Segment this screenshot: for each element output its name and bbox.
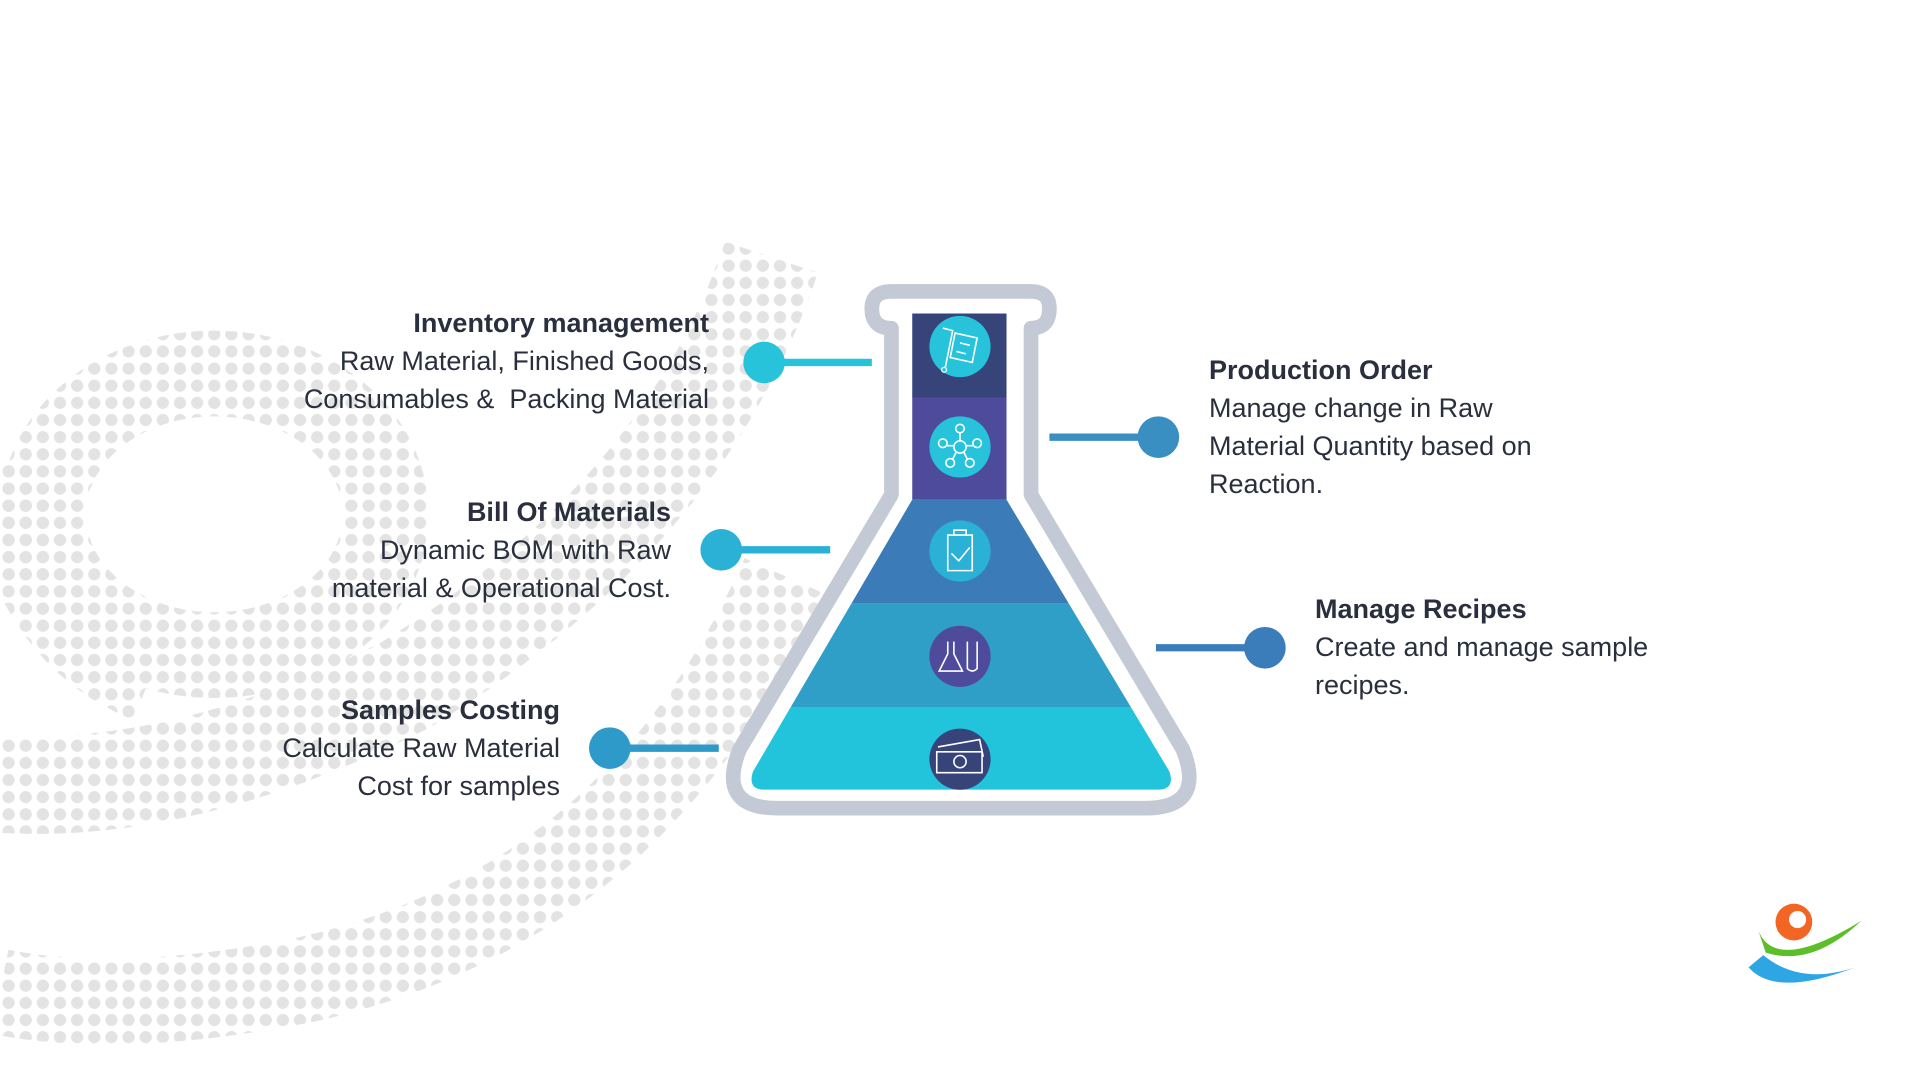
lab-flask-tube-icon <box>929 625 991 687</box>
feature-title: Samples Costing <box>340 695 560 725</box>
feature-line: Material Quantity based on <box>1209 431 1532 461</box>
feature-line: Raw Material, Finished Goods, <box>339 346 709 376</box>
feature-samples-costing: Samples Costing Calculate Raw Material C… <box>282 691 560 805</box>
connector-bom <box>700 528 831 571</box>
feature-inventory-management: Inventory management Raw Material, Finis… <box>304 304 709 418</box>
feature-line: Reaction. <box>1209 469 1324 499</box>
feature-line: recipes. <box>1315 670 1410 700</box>
connector-samples <box>588 727 719 769</box>
dotted-background <box>0 241 823 1045</box>
connector-recipes <box>1155 626 1286 669</box>
feature-bill-of-materials: Bill Of Materials Dynamic BOM with Raw m… <box>332 493 671 607</box>
feature-line: Dynamic BOM with Raw <box>379 535 671 565</box>
feature-line: Consumables & Packing Material <box>303 384 709 414</box>
feature-line: Create and manage sample <box>1315 632 1649 662</box>
feature-title: Manage Recipes <box>1315 594 1527 624</box>
feature-line: Manage change in Raw <box>1209 393 1493 423</box>
feature-manage-recipes: Manage Recipes Create and manage sample … <box>1315 590 1648 704</box>
company-logo <box>1748 903 1862 983</box>
feature-title: Production Order <box>1209 355 1433 385</box>
molecule-network-icon <box>929 416 991 478</box>
feature-line: Calculate Raw Material <box>282 733 560 763</box>
money-icon <box>929 728 991 790</box>
feature-line: Cost for samples <box>357 771 560 801</box>
hand-truck-icon <box>929 315 991 378</box>
feature-line: material & Operational Cost. <box>331 573 671 603</box>
connector-inventory <box>743 341 872 384</box>
feature-title: Bill Of Materials <box>466 497 671 527</box>
feature-title: Inventory management <box>413 308 709 338</box>
feature-production-order: Production Order Manage change in Raw Ma… <box>1209 351 1532 503</box>
connector-production <box>1049 416 1180 458</box>
clipboard-check-icon <box>929 520 991 582</box>
